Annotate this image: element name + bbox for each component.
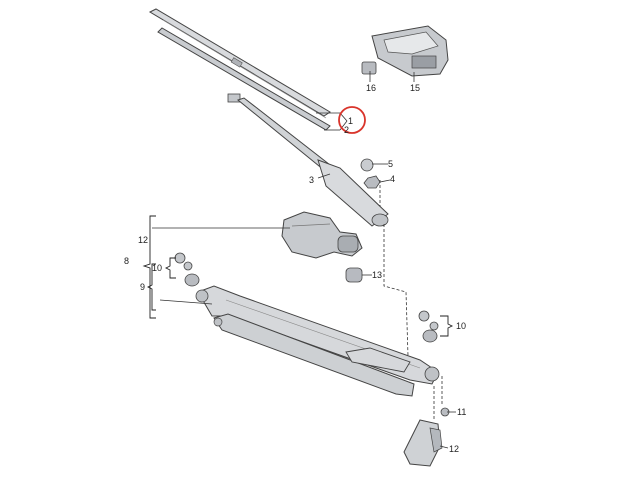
callout-16: 16 bbox=[366, 83, 376, 93]
callout-10-right: 10 bbox=[456, 321, 466, 331]
callout-3: 3 bbox=[309, 175, 314, 185]
brace-10-left bbox=[164, 257, 176, 279]
callout-9: 9 bbox=[140, 282, 145, 292]
mounting-bracket bbox=[403, 407, 450, 467]
alignment-lines bbox=[379, 180, 443, 420]
callout-2: 2 bbox=[344, 125, 349, 135]
leader-lines bbox=[152, 71, 456, 449]
callout-8: 8 bbox=[124, 256, 129, 266]
brace-9 bbox=[146, 263, 156, 311]
highlight-ring bbox=[338, 106, 366, 134]
callout-12-upper: 12 bbox=[138, 235, 148, 245]
callout-12-lower: 12 bbox=[449, 444, 459, 454]
callout-1: 1 bbox=[348, 116, 353, 126]
brace-8 bbox=[142, 215, 156, 319]
callout-4: 4 bbox=[390, 174, 395, 184]
callout-15: 15 bbox=[410, 83, 420, 93]
linkage-frame bbox=[195, 285, 440, 397]
callout-10-left: 10 bbox=[152, 263, 162, 273]
wiper-blade bbox=[148, 8, 331, 131]
callout-5: 5 bbox=[388, 159, 393, 169]
wiper-arm bbox=[227, 93, 389, 227]
grommet bbox=[345, 267, 363, 283]
callout-11: 11 bbox=[457, 407, 466, 417]
brace-10-right bbox=[440, 315, 454, 337]
right-screws bbox=[418, 310, 439, 343]
left-screws bbox=[174, 252, 200, 287]
callout-13: 13 bbox=[372, 270, 382, 280]
sensor-module bbox=[361, 25, 449, 77]
cap-and-nut bbox=[360, 158, 381, 189]
wiper-motor bbox=[281, 211, 363, 259]
